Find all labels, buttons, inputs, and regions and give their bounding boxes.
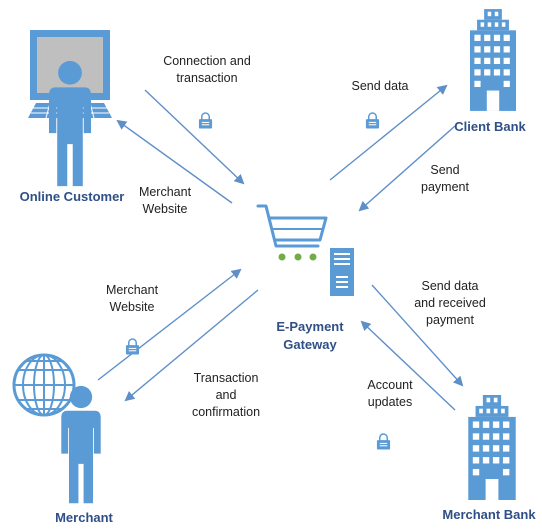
flow-label-line: transaction xyxy=(176,71,238,85)
bank-building-icon xyxy=(460,395,524,500)
send-data-received-payment-label: Send data and received payment xyxy=(404,278,496,329)
flow-label-line: Send xyxy=(430,163,460,177)
padlock-icon xyxy=(376,433,391,450)
flow-label-line: updates xyxy=(367,395,413,409)
flow-label-line: Website xyxy=(109,300,155,314)
padlock-icon xyxy=(198,112,213,129)
client-bank-label: Client Bank xyxy=(454,119,526,134)
arrow-customer-to-gateway xyxy=(144,89,245,185)
padlock-icon xyxy=(365,112,380,129)
flow-label-line: and xyxy=(215,388,237,402)
arrow-client-bank-to-gateway xyxy=(358,125,456,212)
server-icon xyxy=(330,248,354,296)
flow-label-line: Send data xyxy=(421,279,479,293)
customer-merchant-website-label: Merchant Website xyxy=(125,184,205,218)
flow-label-line: payment xyxy=(421,180,469,194)
connection-transaction-label: Connection and transaction xyxy=(150,53,264,87)
gateway-label-line-2: Gateway xyxy=(283,337,337,352)
globe-icon xyxy=(12,353,76,417)
flow-label-line: Merchant xyxy=(138,185,192,199)
flow-label-line: Account xyxy=(367,378,413,392)
arrow-gateway-to-client-bank xyxy=(329,84,448,181)
shopping-cart-icon xyxy=(256,204,328,261)
e-payment-gateway-label: E-Payment Gateway xyxy=(268,318,352,354)
flow-label-line: Transaction xyxy=(193,371,259,385)
padlock-icon xyxy=(125,338,140,355)
send-data-label: Send data xyxy=(351,79,409,93)
flow-label-line: Merchant xyxy=(105,283,159,297)
merchant-website-label: Merchant Website xyxy=(92,282,172,316)
flow-label-line: payment xyxy=(426,313,474,327)
gateway-label-line-1: E-Payment xyxy=(276,319,344,334)
flow-label-line: Connection and xyxy=(163,54,251,68)
flow-label-line: and received xyxy=(414,296,486,310)
flow-label-line: Website xyxy=(142,202,188,216)
merchant-bank-label: Merchant Bank xyxy=(442,507,536,522)
merchant-label: Merchant xyxy=(55,510,113,525)
arrow-gateway-to-merchant-bank xyxy=(371,284,464,387)
arrow-gateway-to-customer xyxy=(116,119,233,204)
flow-label-line: confirmation xyxy=(191,405,261,419)
account-updates-label: Account updates xyxy=(350,377,430,411)
arrow-merchant-to-gateway xyxy=(97,268,242,381)
arrow-gateway-to-merchant xyxy=(124,289,259,402)
arrow-merchant-bank-to-gateway xyxy=(360,320,456,411)
transaction-confirmation-label: Transaction and confirmation xyxy=(176,370,276,421)
send-payment-label: Send payment xyxy=(410,162,480,196)
online-customer-label: Online Customer xyxy=(19,189,125,204)
bank-building-icon xyxy=(462,9,524,111)
